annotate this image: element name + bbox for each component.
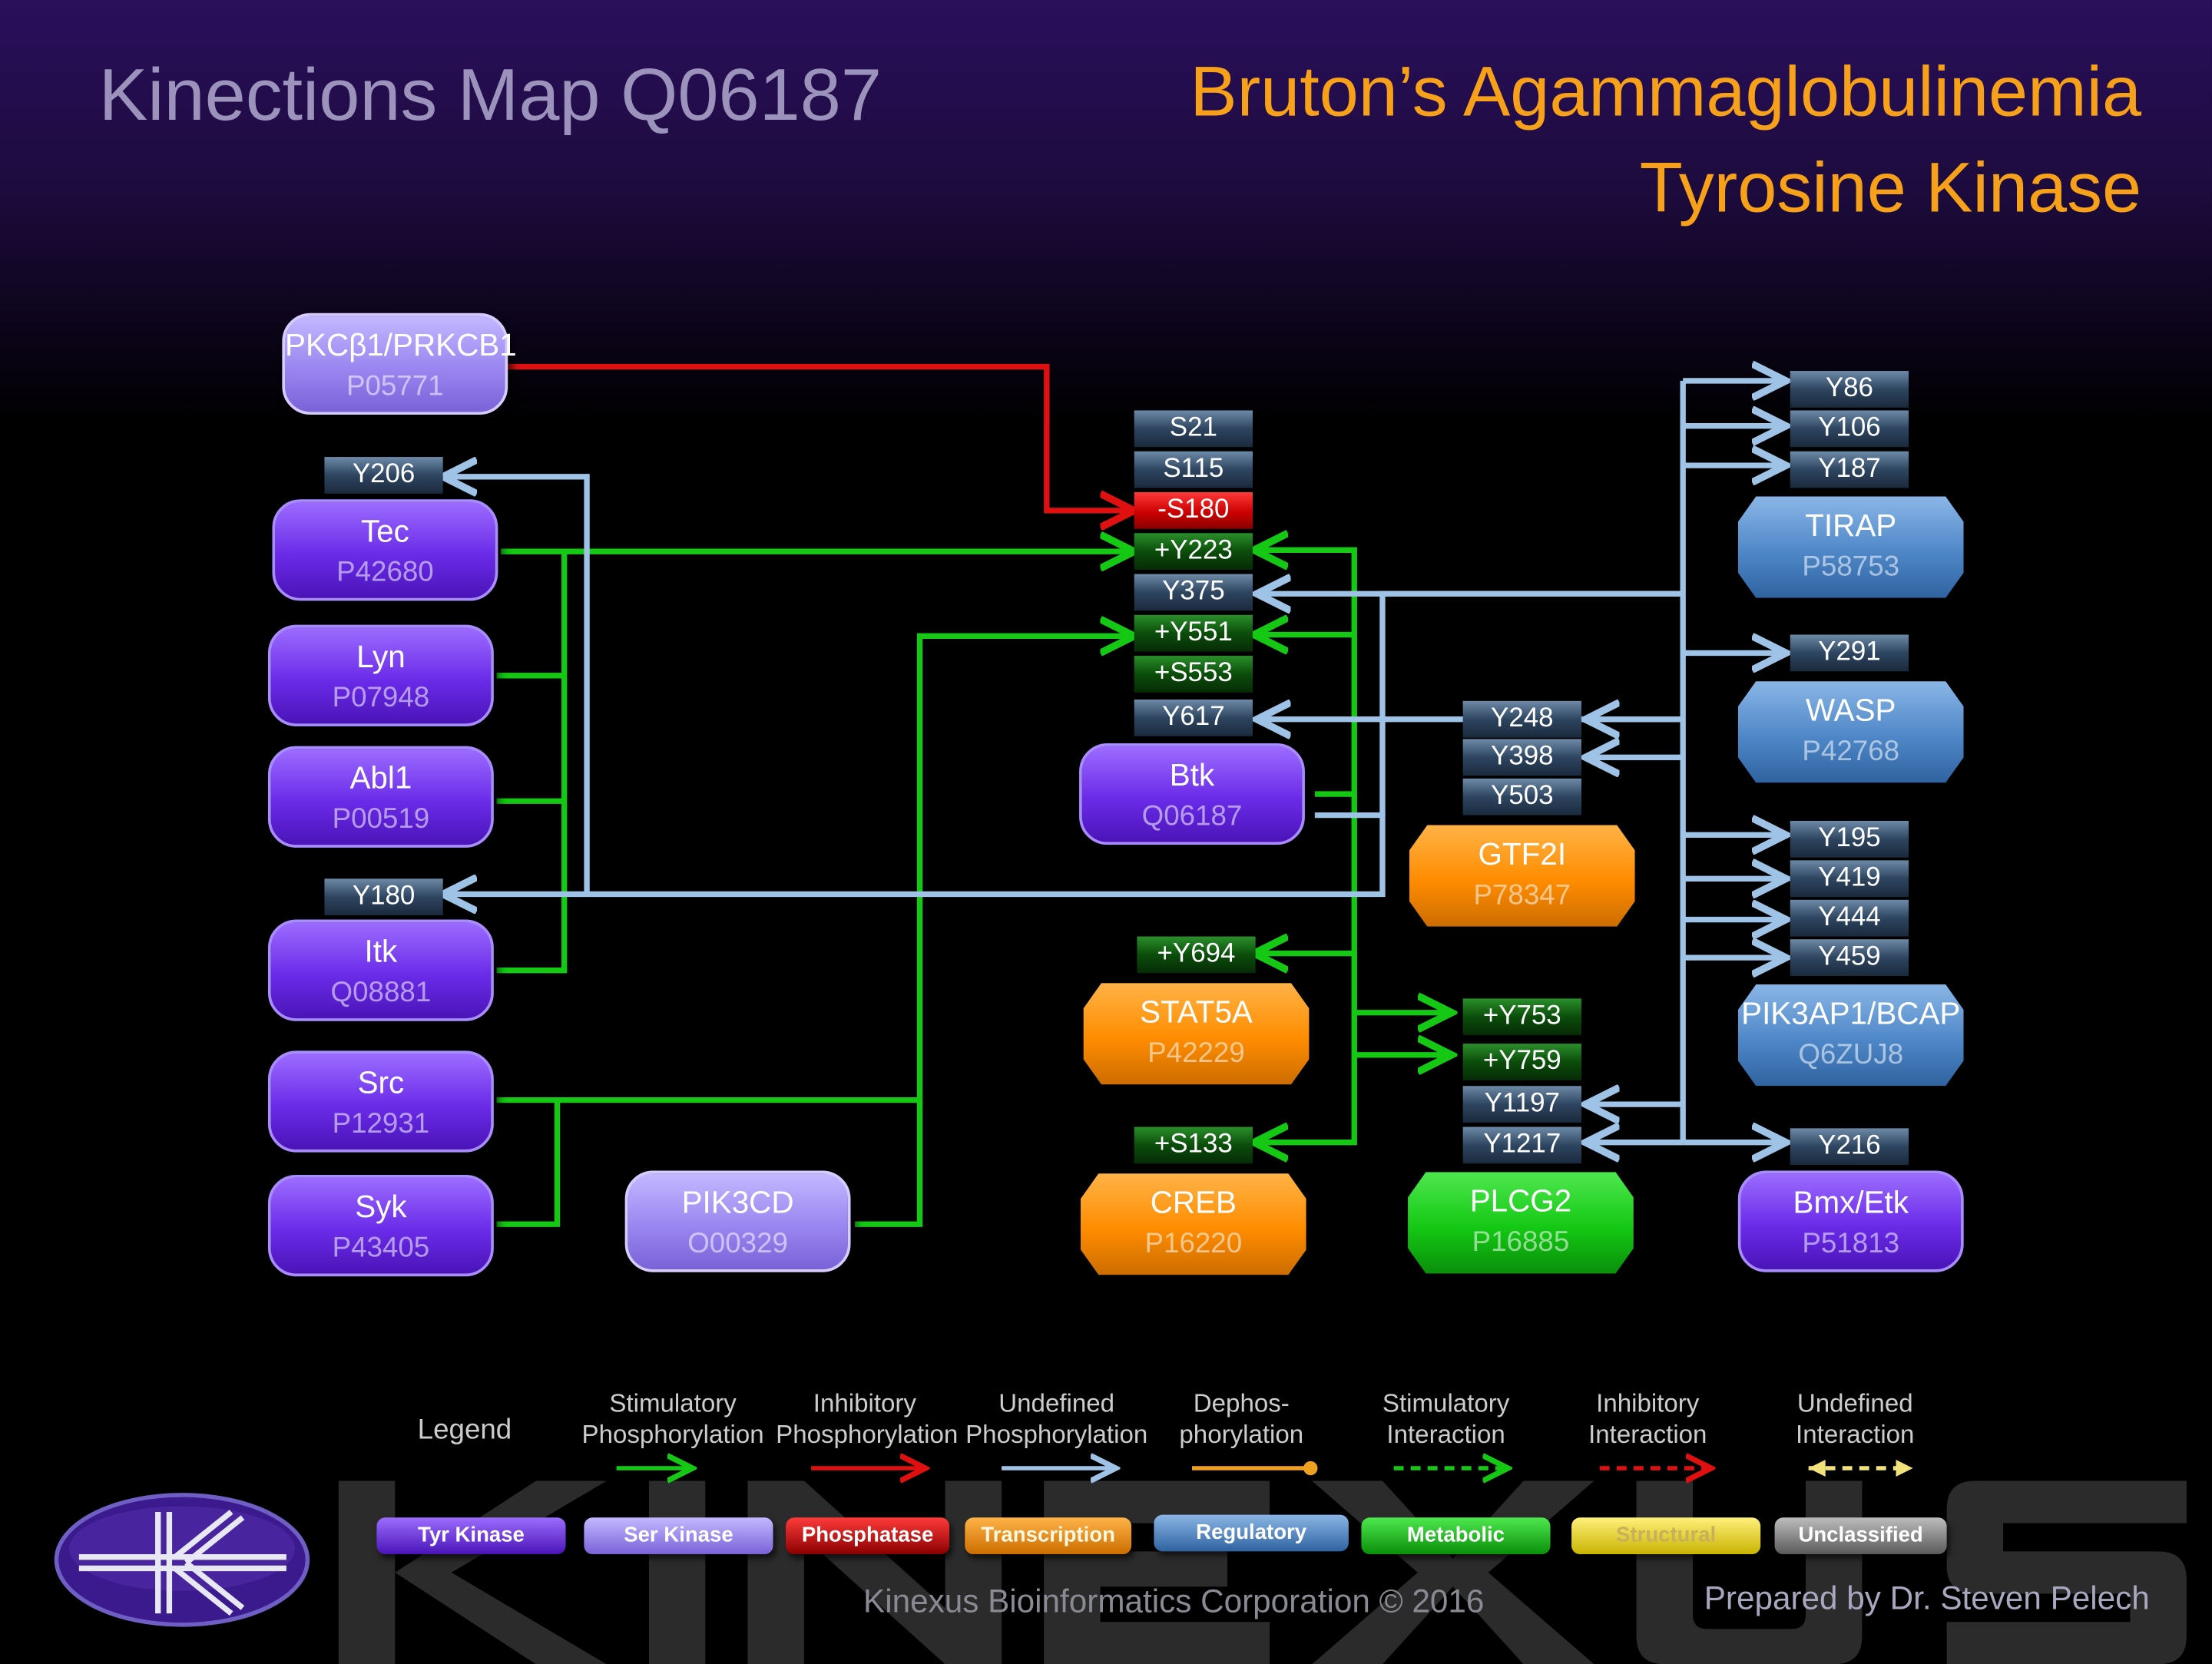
legend-type-regulatory: Regulatory — [1154, 1514, 1349, 1552]
site-btk: Y375 — [1134, 574, 1253, 611]
site-btk: -S180 — [1134, 492, 1253, 529]
legend-type-metabolic: Metabolic — [1361, 1517, 1551, 1555]
footer-copyright: Kinexus Bioinformatics Corporation © 201… — [863, 1582, 1485, 1619]
protein-full-name-line1: Bruton’s Agammaglobulinemia — [1190, 51, 2142, 131]
legend-dephos: Dephos-phorylation — [1179, 1389, 1304, 1449]
site-tirap: Y106 — [1790, 410, 1909, 448]
site-tirap: Y86 — [1790, 371, 1909, 408]
site-wasp: Y291 — [1790, 634, 1909, 672]
legend-type-phosphatase: Phosphatase — [786, 1517, 950, 1555]
site-tec-y206: Y206 — [324, 457, 443, 494]
site-btk: +S553 — [1134, 656, 1253, 693]
protein-full-name-line2: Tyrosine Kinase — [1639, 147, 2142, 227]
legend-type-transcription: Transcription — [965, 1517, 1132, 1555]
site-btk: +Y223 — [1134, 533, 1253, 571]
site-btk: S21 — [1134, 410, 1253, 448]
site-gtf2i: Y248 — [1462, 700, 1581, 738]
site-gtf2i: Y398 — [1462, 739, 1581, 776]
site-btk: Y617 — [1134, 700, 1253, 736]
footer-author: Prepared by Dr. Steven Pelech — [1704, 1580, 2150, 1616]
site-btk: +Y551 — [1134, 614, 1253, 652]
site-plcg2: +Y759 — [1462, 1044, 1581, 1080]
site-stat5a: +Y694 — [1137, 936, 1256, 974]
legend-type-unclassified: Unclassified — [1774, 1517, 1947, 1555]
page-title: Kinections Map Q06187 — [98, 55, 882, 137]
site-btk: S115 — [1134, 451, 1253, 488]
site-gtf2i: Y503 — [1462, 778, 1581, 815]
site-itk-y180: Y180 — [324, 878, 443, 916]
site-pik3ap1: Y459 — [1790, 939, 1909, 976]
site-plcg2: Y1217 — [1462, 1126, 1581, 1164]
legend-type-ser: Ser Kinase — [584, 1517, 773, 1555]
site-creb: +S133 — [1134, 1126, 1253, 1164]
legend-type-structural: Structural — [1571, 1517, 1761, 1555]
site-tirap: Y187 — [1790, 451, 1909, 488]
site-pik3ap1: Y444 — [1790, 899, 1909, 937]
site-pik3ap1: Y419 — [1790, 860, 1909, 898]
legend-title: Legend — [417, 1414, 512, 1446]
site-pik3ap1: Y195 — [1790, 820, 1909, 858]
site-plcg2: +Y753 — [1462, 998, 1581, 1036]
site-plcg2: Y1197 — [1462, 1086, 1581, 1123]
kinexus-logo — [54, 1493, 310, 1627]
legend-type-tyr: Tyr Kinase — [376, 1517, 566, 1555]
site-bmx: Y216 — [1790, 1128, 1909, 1166]
